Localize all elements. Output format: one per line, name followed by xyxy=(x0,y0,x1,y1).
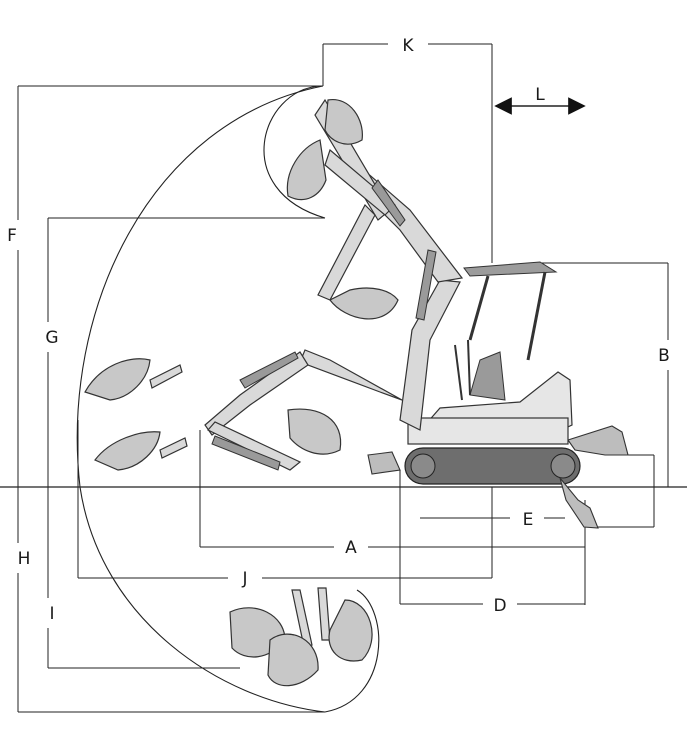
bucket-depth xyxy=(229,587,373,687)
label-J: J xyxy=(241,569,247,589)
label-G: G xyxy=(45,328,58,348)
label-K: K xyxy=(402,36,414,56)
dim-F xyxy=(17,85,323,487)
boom-extended xyxy=(204,349,403,471)
label-B: B xyxy=(658,346,670,366)
dim-D xyxy=(399,470,585,605)
label-D: D xyxy=(493,596,506,616)
bucket-mid-high xyxy=(329,287,399,320)
seat xyxy=(469,351,506,401)
track xyxy=(404,447,581,485)
label-L: L xyxy=(535,85,545,105)
canopy-roof xyxy=(463,261,558,277)
dim-K xyxy=(322,43,493,263)
dim-G xyxy=(47,217,325,487)
rear-blade xyxy=(367,451,401,475)
dim-I xyxy=(47,487,240,669)
bucket-reach-upper xyxy=(84,358,183,401)
dig-depth-arc xyxy=(324,589,380,713)
boom-raised xyxy=(314,98,464,431)
dozer-blade-lowered xyxy=(559,477,599,529)
label-E: E xyxy=(523,510,534,530)
label-A: A xyxy=(345,538,357,558)
dim-blade xyxy=(590,454,655,528)
turntable xyxy=(407,417,569,445)
dim-J xyxy=(77,420,493,579)
dim-B xyxy=(540,262,669,487)
dim-H xyxy=(17,487,325,713)
bucket-extended xyxy=(287,408,342,455)
label-F: F xyxy=(7,226,17,246)
bucket-top xyxy=(286,99,363,201)
label-H: H xyxy=(18,549,31,569)
dump-height-arc xyxy=(263,85,326,219)
dozer-blade-raised xyxy=(567,425,629,456)
bucket-reach-lower xyxy=(94,431,188,471)
excavator xyxy=(367,261,629,529)
label-I: I xyxy=(49,604,54,624)
